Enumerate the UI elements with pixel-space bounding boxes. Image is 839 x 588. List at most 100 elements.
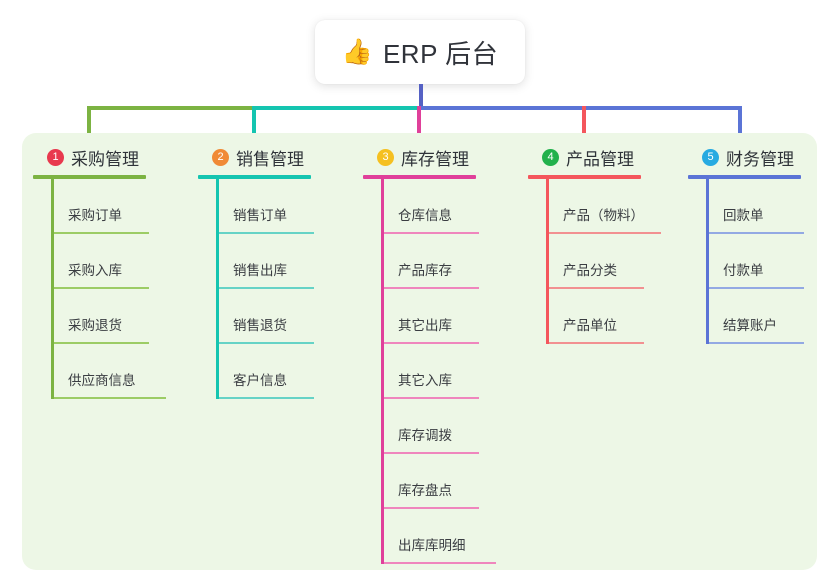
leaf-item[interactable]: 销售订单	[219, 179, 314, 234]
leaf-item[interactable]: 销售出库	[219, 234, 314, 289]
branch-spine	[51, 179, 54, 399]
branch-column-2: 2 销售管理销售订单销售出库销售退货客户信息	[198, 145, 318, 399]
leaf-item[interactable]: 回款单	[709, 179, 804, 234]
leaf-item-label: 采购订单	[68, 208, 122, 223]
leaf-item-underline	[549, 232, 661, 234]
leaf-item[interactable]: 库存调拨	[384, 399, 479, 454]
branch-underline	[33, 175, 146, 179]
leaf-item[interactable]: 结算账户	[709, 289, 804, 344]
leaf-item[interactable]: 出库库明细	[384, 509, 496, 564]
branch-spine	[216, 179, 219, 399]
leaf-item-underline	[384, 232, 479, 234]
bus-segment-teal	[255, 106, 419, 110]
leaf-item-label: 其它入库	[398, 373, 452, 388]
branch-header-2[interactable]: 2 销售管理	[198, 145, 318, 169]
leaf-item[interactable]: 仓库信息	[384, 179, 479, 234]
leaf-item[interactable]: 采购退货	[54, 289, 149, 344]
leaf-item-label: 销售退货	[233, 318, 287, 333]
leaf-item-label: 仓库信息	[398, 208, 452, 223]
leaf-item-underline	[54, 397, 166, 399]
branch-title: 库存管理	[401, 149, 469, 169]
leaf-item[interactable]: 供应商信息	[54, 344, 166, 399]
leaf-item-underline	[384, 397, 479, 399]
branch-children: 产品（物料） 产品分类产品单位	[528, 179, 661, 344]
branch-spine	[381, 179, 384, 564]
thumbs-up-icon: 👍	[341, 37, 373, 66]
branch-underline	[198, 175, 311, 179]
leaf-item-underline	[219, 287, 314, 289]
leaf-item-underline	[384, 507, 479, 509]
leaf-item-underline	[54, 342, 149, 344]
leaf-item[interactable]: 其它出库	[384, 289, 479, 344]
leaf-item-label: 库存盘点	[398, 483, 452, 498]
branch-column-3: 3 库存管理仓库信息产品库存其它出库其它入库库存调拨库存盘点出库库明细	[363, 145, 496, 564]
bus-segment-blue	[419, 106, 742, 110]
branches-panel	[22, 133, 817, 570]
leaf-item-label: 客户信息	[233, 373, 287, 388]
leaf-item[interactable]: 客户信息	[219, 344, 314, 399]
leaf-item[interactable]: 库存盘点	[384, 454, 479, 509]
drop-finance	[738, 106, 742, 134]
leaf-item-label: 供应商信息	[68, 373, 136, 388]
branch-number-badge: 2	[212, 148, 229, 166]
root-connector-stem	[419, 84, 423, 108]
leaf-item[interactable]: 其它入库	[384, 344, 479, 399]
branch-underline	[528, 175, 641, 179]
root-node-erp-backend[interactable]: 👍 ERP 后台	[315, 20, 525, 84]
branch-title: 销售管理	[236, 149, 304, 169]
leaf-item-underline	[219, 397, 314, 399]
leaf-item-label: 出库库明细	[398, 538, 466, 553]
leaf-item-label: 回款单	[723, 208, 764, 223]
branch-header-3[interactable]: 3 库存管理	[363, 145, 483, 169]
root-node-title: ERP 后台	[382, 38, 499, 69]
leaf-item-underline	[219, 342, 314, 344]
leaf-item-label: 销售出库	[233, 263, 287, 278]
leaf-item[interactable]: 产品单位	[549, 289, 644, 344]
leaf-item[interactable]: 产品（物料）	[549, 179, 661, 234]
leaf-item-label: 付款单	[723, 263, 764, 278]
leaf-item-label: 其它出库	[398, 318, 452, 333]
branch-children: 销售订单销售出库销售退货客户信息	[198, 179, 318, 399]
leaf-item-label: 采购入库	[68, 263, 122, 278]
leaf-item-label: 产品（物料）	[563, 208, 644, 223]
leaf-item-underline	[54, 287, 149, 289]
leaf-item-underline	[549, 287, 644, 289]
branch-children: 仓库信息产品库存其它出库其它入库库存调拨库存盘点出库库明细	[363, 179, 496, 564]
branch-number-badge: 3	[377, 148, 394, 166]
branch-title: 产品管理	[566, 149, 634, 169]
leaf-item-underline	[54, 232, 149, 234]
leaf-item-label: 产品库存	[398, 263, 452, 278]
leaf-item-underline	[384, 342, 479, 344]
leaf-item[interactable]: 产品库存	[384, 234, 479, 289]
leaf-item-underline	[549, 342, 644, 344]
leaf-item-label: 产品单位	[563, 318, 617, 333]
branch-number-badge: 5	[702, 148, 719, 166]
branch-spine	[546, 179, 549, 344]
leaf-item-label: 产品分类	[563, 263, 617, 278]
drop-purchasing	[87, 106, 91, 134]
leaf-item[interactable]: 付款单	[709, 234, 804, 289]
leaf-item-label: 销售订单	[233, 208, 287, 223]
branch-number-badge: 1	[47, 148, 64, 166]
leaf-item-underline	[709, 287, 804, 289]
leaf-item-underline	[709, 342, 804, 344]
leaf-item[interactable]: 采购入库	[54, 234, 149, 289]
leaf-item-underline	[384, 287, 479, 289]
leaf-item-underline	[219, 232, 314, 234]
leaf-item[interactable]: 采购订单	[54, 179, 149, 234]
leaf-item-label: 结算账户	[723, 318, 777, 333]
bus-segment-green	[87, 106, 255, 110]
branch-spine	[706, 179, 709, 344]
branch-children: 采购订单采购入库采购退货供应商信息	[33, 179, 166, 399]
leaf-item[interactable]: 销售退货	[219, 289, 314, 344]
leaf-item[interactable]: 产品分类	[549, 234, 644, 289]
leaf-item-label: 采购退货	[68, 318, 122, 333]
drop-sales	[252, 106, 256, 134]
